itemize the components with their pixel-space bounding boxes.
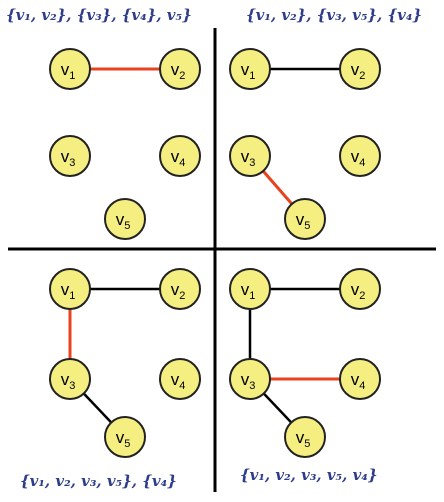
node-circle bbox=[49, 268, 91, 310]
node-bottom-right-v2: v2 bbox=[339, 268, 381, 310]
node-top-left-v4: v4 bbox=[159, 135, 201, 177]
node-circle bbox=[159, 48, 201, 90]
node-bottom-right-v3: v3 bbox=[229, 358, 271, 400]
node-circle bbox=[229, 135, 271, 177]
node-bottom-left-v3: v3 bbox=[49, 358, 91, 400]
node-top-right-v5: v5 bbox=[284, 198, 326, 240]
node-top-right-v1: v1 bbox=[229, 48, 271, 90]
node-top-right-v3: v3 bbox=[229, 135, 271, 177]
node-circle bbox=[339, 135, 381, 177]
node-circle bbox=[229, 358, 271, 400]
node-circle bbox=[339, 268, 381, 310]
node-circle bbox=[159, 268, 201, 310]
caption-top-left: {v₁, v₂}, {v₃}, {v₄}, v₅} bbox=[6, 6, 192, 24]
node-circle bbox=[339, 48, 381, 90]
node-bottom-left-v2: v2 bbox=[159, 268, 201, 310]
caption-top-right: {v₁, v₂}, {v₃, v₅}, {v₄} bbox=[246, 6, 423, 24]
node-circle bbox=[229, 48, 271, 90]
quadrant-dividers bbox=[8, 28, 436, 492]
node-top-right-v4: v4 bbox=[339, 135, 381, 177]
node-top-left-v5: v5 bbox=[104, 198, 146, 240]
node-circle bbox=[49, 135, 91, 177]
caption-bottom-left: {v₁, v₂, v₃, v₅}, {v₄} bbox=[20, 472, 177, 490]
node-bottom-left-v4: v4 bbox=[159, 358, 201, 400]
node-bottom-right-v5: v5 bbox=[284, 416, 326, 458]
node-top-left-v2: v2 bbox=[159, 48, 201, 90]
node-bottom-right-v4: v4 bbox=[339, 358, 381, 400]
node-circle bbox=[159, 358, 201, 400]
nodes-layer: v1 v2 v3 v4 v5 v1 v2 v3 v4 v5 v1 v2 v3 v4 v5 v1 v2 v3 v4 v5 bbox=[49, 48, 381, 458]
caption-bottom-right: {v₁, v₂, v₃, v₅, v₄} bbox=[240, 466, 378, 484]
node-circle bbox=[284, 416, 326, 458]
node-circle bbox=[49, 48, 91, 90]
node-top-left-v1: v1 bbox=[49, 48, 91, 90]
node-circle bbox=[104, 198, 146, 240]
node-bottom-right-v1: v1 bbox=[229, 268, 271, 310]
node-circle bbox=[104, 416, 146, 458]
node-circle bbox=[284, 198, 326, 240]
node-circle bbox=[159, 135, 201, 177]
node-bottom-left-v5: v5 bbox=[104, 416, 146, 458]
node-circle bbox=[339, 358, 381, 400]
node-top-right-v2: v2 bbox=[339, 48, 381, 90]
node-circle bbox=[229, 268, 271, 310]
node-circle bbox=[49, 358, 91, 400]
node-bottom-left-v1: v1 bbox=[49, 268, 91, 310]
node-top-left-v3: v3 bbox=[49, 135, 91, 177]
